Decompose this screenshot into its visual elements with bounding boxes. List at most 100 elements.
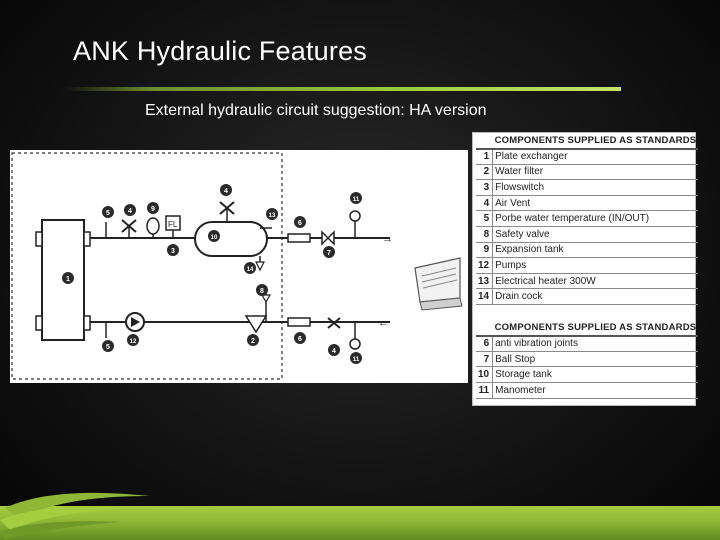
component-marker-12: 12 [127,334,139,346]
component-marker-5: 5 [102,206,114,218]
component-label: Electrical heater 300W [492,273,699,290]
table-header: COMPONENTS SUPPLIED AS STANDARDS [492,320,699,337]
component-marker-9: 9 [147,202,159,214]
water-filter [244,315,268,334]
component-number: 5 [476,210,494,228]
component-marker-11: 11 [350,192,362,204]
svg-text:14: 14 [247,267,254,273]
component-marker-1: 1 [62,272,74,284]
component-number: 1 [476,148,494,165]
component-marker-14: 14 [244,262,256,274]
component-marker-6: 6 [294,332,306,344]
component-number: 6 [476,335,494,352]
svg-text:6: 6 [298,220,302,227]
component-marker-4: 4 [328,344,340,356]
component-number: 14 [476,288,494,306]
component-label: Water filter [492,164,699,181]
svg-text:12: 12 [130,339,137,345]
svg-text:4: 4 [224,188,228,195]
component-number: 4 [476,195,494,212]
component-label: Flowswitch [492,179,699,196]
component-marker-6: 6 [294,216,306,228]
component-label: Porbe water temperature (IN/OUT) [492,210,699,228]
svg-text:4: 4 [332,348,336,355]
component-marker-2: 2 [247,334,259,346]
component-marker-4: 4 [220,184,232,196]
component-marker-7: 7 [323,246,335,258]
component-number: 10 [476,366,494,383]
component-label: Air Vent [492,195,699,212]
component-label: Plate exchanger [492,148,699,165]
anti-vibration-joint-bottom [287,317,311,327]
component-marker-13: 13 [266,208,278,220]
component-marker-11: 11 [350,352,362,364]
component-marker-5: 5 [102,340,114,352]
svg-text:1: 1 [66,276,70,283]
svg-text:5: 5 [106,344,110,351]
component-number: 3 [476,179,494,196]
component-number: 7 [476,351,494,368]
slide-title: ANK Hydraulic Features [73,36,368,66]
svg-text:7: 7 [327,250,331,257]
svg-text:5: 5 [106,210,110,217]
svg-text:11: 11 [353,197,360,203]
component-label: Safety valve [492,226,699,243]
svg-text:10: 10 [211,235,218,241]
svg-text:6: 6 [298,336,302,343]
component-number: 13 [476,273,494,290]
component-marker-8: 8 [256,284,268,296]
component-number: 12 [476,257,494,274]
component-label: Ball Stop [492,351,699,368]
svg-text:4: 4 [128,208,132,215]
component-marker-3: 3 [167,244,179,256]
fan-coil-unit [414,257,463,311]
svg-text:2: 2 [251,338,255,345]
outlet-arrow: → [382,233,393,245]
table-header: COMPONENTS SUPPLIED AS STANDARDS [492,133,699,150]
svg-text:8: 8 [260,288,264,295]
swoosh-logo [0,492,150,540]
svg-text:3: 3 [171,248,175,255]
component-label: Pumps [492,257,699,274]
component-label: anti vibration joints [492,335,699,352]
component-label: Expansion tank [492,242,699,259]
hydraulic-circuit-diagram: FL → ← [10,150,468,383]
slide-subtitle: External hydraulic circuit suggestion: H… [145,102,487,119]
component-number: 11 [476,382,494,399]
flowswitch-label: FL [168,220,178,229]
svg-text:13: 13 [269,213,276,219]
component-label: Manometer [492,382,699,399]
component-label: Storage tank [492,366,699,383]
unit-boundary [11,152,283,380]
footer-bar [0,506,720,540]
expansion-tank [146,217,160,235]
component-marker-10: 10 [208,230,220,242]
svg-text:9: 9 [151,206,155,213]
component-number: 8 [476,226,494,243]
svg-text:11: 11 [353,357,360,363]
component-number: 2 [476,164,494,181]
inlet-arrow: ← [378,317,389,329]
safety-valve [260,294,272,304]
anti-vibration-joint-top [287,233,311,243]
manometer-top [349,210,361,222]
ball-stop [321,230,335,246]
component-number: 9 [476,242,494,259]
component-label: Drain cock [492,288,699,306]
manometer-bottom [349,338,361,350]
